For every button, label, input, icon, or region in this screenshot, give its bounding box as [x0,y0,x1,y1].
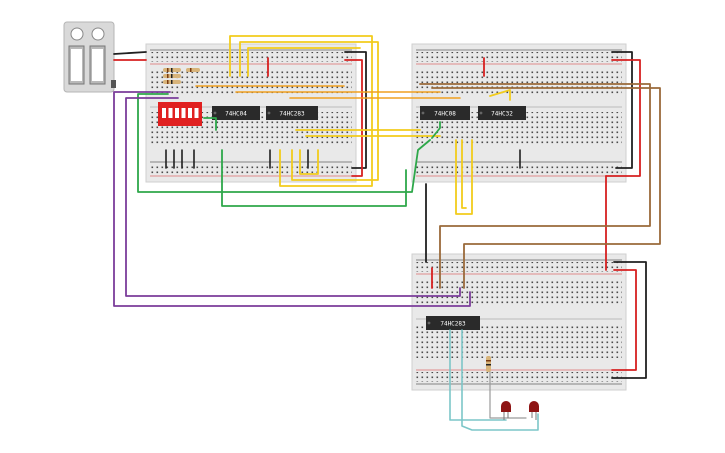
wire-green-3[interactable] [203,117,217,131]
resistor-r2[interactable] [163,74,181,78]
battery-pack-icon [111,80,116,88]
wire-cyan-2[interactable] [461,329,539,431]
chip-u2-label: 74HC283 [279,111,305,118]
dip-switch-icon [162,108,199,118]
wire-brown-1[interactable] [419,83,651,289]
wire-yellow-9[interactable] [489,89,511,101]
wire-green-2[interactable] [221,149,407,207]
dip-switch[interactable] [158,102,202,126]
wire-yellow-8[interactable] [461,139,467,209]
chip-u2[interactable]: 74HC283 [266,106,318,120]
resistor-r5[interactable] [486,356,491,372]
chip-u1[interactable]: 74HC04 [212,106,260,120]
led-2[interactable] [529,401,539,420]
wire-black-power[interactable] [113,51,147,55]
wire-red-board1[interactable] [344,59,363,177]
chip-u3[interactable]: 74HC08 [420,106,470,120]
chip-u5-label: 74HC283 [440,321,466,328]
wire-yellow-2[interactable] [239,41,379,181]
wire-yellow-3[interactable] [247,47,361,77]
wire-brown-2[interactable] [431,87,661,289]
wire-red-board3[interactable] [611,269,637,371]
led-1[interactable] [501,401,511,420]
resistor-r1[interactable] [163,68,181,72]
wire-black-board1[interactable] [344,51,367,169]
chip-u4[interactable]: 74HC32 [478,106,526,120]
power-supply[interactable] [63,21,116,93]
chip-u1-label: 74HC04 [225,111,247,118]
wire-purple-2[interactable] [125,97,461,297]
wire-black-board3[interactable] [611,261,647,379]
wire-cyan-1[interactable] [449,329,507,421]
chip-u4-label: 74HC32 [491,111,513,118]
resistor-r3[interactable] [163,80,181,84]
resistor-r4[interactable] [186,68,200,72]
wire-yellow-6[interactable] [299,149,319,175]
wire-red-board2[interactable] [605,59,641,177]
chip-u5[interactable]: 74HC283 [426,316,480,330]
wire-green-4[interactable] [431,121,441,139]
wire-green-1[interactable] [137,93,431,193]
wires [113,35,661,431]
wire-black-board2[interactable] [611,51,633,169]
wire-gray-led[interactable] [489,371,527,419]
wire-purple-1[interactable] [113,91,471,307]
chip-u3-label: 74HC08 [434,111,456,118]
wire-yellow-7[interactable] [455,139,473,215]
wire-yellow-1[interactable] [229,35,373,187]
